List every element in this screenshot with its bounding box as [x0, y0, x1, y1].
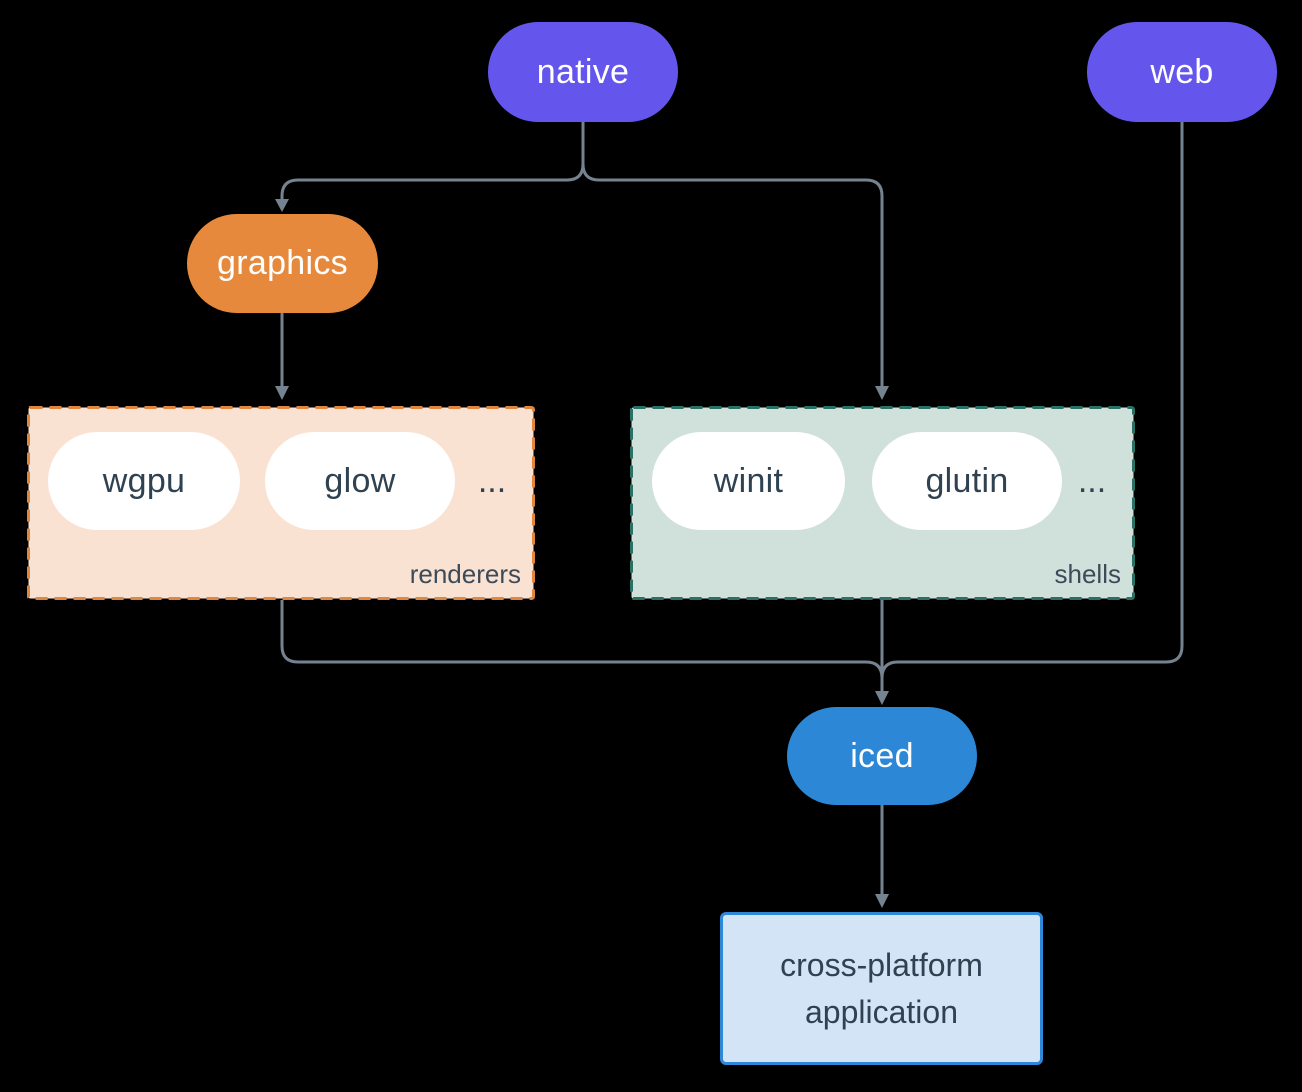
- arrowhead-into-iced: [875, 691, 889, 705]
- node-cross-platform-application: cross-platform application: [720, 912, 1043, 1065]
- node-native-label: native: [536, 52, 630, 91]
- arrowhead-into-shells: [875, 386, 889, 400]
- node-glutin-label: glutin: [925, 461, 1009, 500]
- node-iced-label: iced: [850, 736, 914, 775]
- node-wgpu: wgpu: [48, 432, 240, 530]
- edge-native-graphics: [280, 122, 585, 200]
- group-renderers: wgpu glow ... renderers: [27, 406, 535, 600]
- renderers-ellipsis: ...: [477, 461, 507, 500]
- shells-group-label: shells: [1054, 559, 1121, 589]
- arrowhead-into-graphics: [275, 199, 289, 212]
- group-shells: winit glutin ... shells: [630, 406, 1135, 600]
- edge-renderers-iced: [280, 600, 884, 679]
- node-graphics-label: graphics: [217, 244, 348, 282]
- application-label-line1: cross-platform: [780, 947, 983, 984]
- node-graphics: graphics: [187, 214, 378, 313]
- node-web-label: web: [1150, 52, 1214, 91]
- node-winit-label: winit: [713, 461, 784, 500]
- node-wgpu-label: wgpu: [102, 461, 186, 500]
- node-glow: glow: [265, 432, 455, 530]
- node-iced: iced: [787, 707, 977, 805]
- application-label-line2: application: [805, 993, 958, 1030]
- edge-web-iced: [880, 122, 1184, 679]
- edge-native-shells: [581, 122, 884, 386]
- arrowhead-into-renderers: [275, 386, 289, 400]
- shells-ellipsis: ...: [1077, 461, 1107, 500]
- node-winit: winit: [652, 432, 845, 530]
- node-web: web: [1087, 22, 1277, 122]
- renderers-group-label: renderers: [409, 559, 521, 589]
- arrowhead-into-application: [875, 894, 889, 908]
- node-glow-label: glow: [324, 461, 396, 500]
- node-native: native: [488, 22, 678, 122]
- node-glutin: glutin: [872, 432, 1062, 530]
